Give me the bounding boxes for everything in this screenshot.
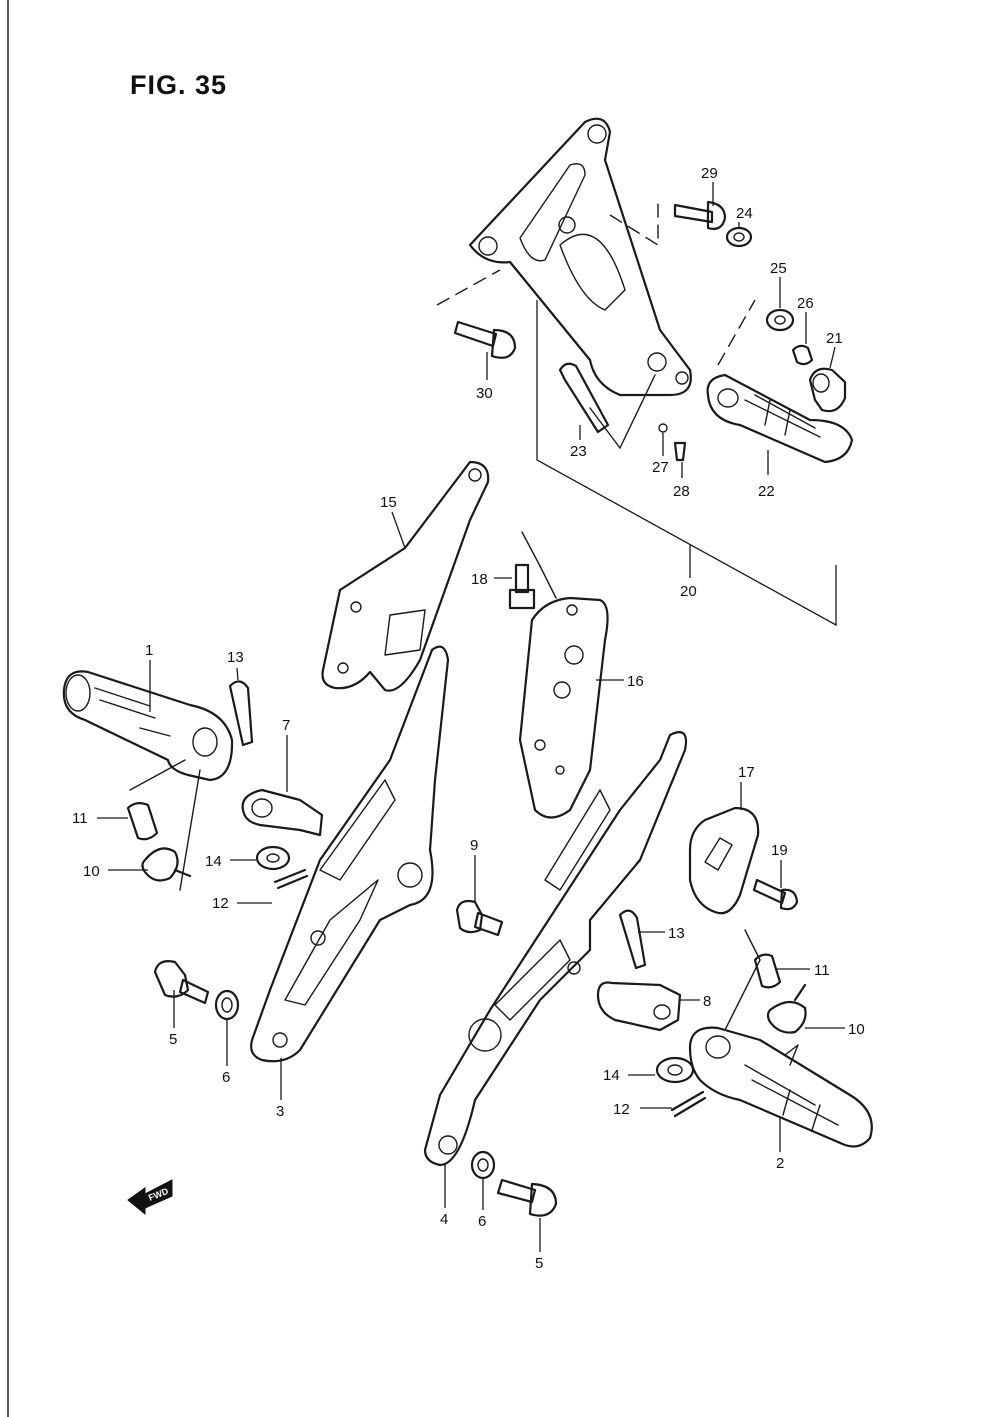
washer-14-right	[655, 1056, 695, 1084]
part-label-28: 28	[673, 483, 690, 500]
part-label-20: 20	[680, 583, 697, 600]
part-label-23: 23	[570, 443, 587, 460]
part-label-14-left: 14	[205, 853, 222, 870]
part-label-30: 30	[476, 385, 493, 402]
left-spring-axis	[129, 759, 186, 791]
part-label-26: 26	[797, 295, 814, 312]
bolt-30	[453, 320, 517, 359]
leader-13-left	[236, 667, 239, 681]
right-spring-axis	[744, 929, 761, 961]
part-label-10-right: 10	[848, 1021, 865, 1038]
part-label-14-right: 14	[603, 1067, 620, 1084]
left-spring-axis-b	[179, 769, 201, 891]
part-label-7: 7	[282, 717, 290, 734]
bracket-4	[423, 731, 688, 1167]
bolt-30-axis	[436, 269, 501, 306]
bracket-15	[321, 460, 490, 692]
footpeg-2	[688, 1026, 873, 1148]
leader-21	[829, 346, 836, 369]
spring-10-right	[766, 983, 807, 1034]
bolt-5-left	[153, 960, 210, 1005]
bolt-9	[455, 899, 504, 937]
bolt-23-axis-b	[619, 374, 656, 449]
part-label-15: 15	[380, 494, 397, 511]
right-spring-axis-b	[724, 959, 761, 1031]
part-label-11-right: 11	[814, 962, 830, 979]
part-label-11-left: 11	[72, 810, 88, 827]
part-label-5-left: 5	[169, 1031, 177, 1048]
footpeg-axis	[717, 299, 756, 366]
spring-28	[673, 441, 687, 462]
bracket-16	[518, 596, 609, 819]
bush-11-right	[753, 953, 782, 989]
figure-title: FIG. 35	[130, 70, 228, 100]
part-label-6-right: 6	[478, 1213, 486, 1230]
assembly-bracket-line	[536, 300, 837, 627]
right-spring-hook	[784, 1044, 799, 1066]
part-label-19: 19	[771, 842, 788, 859]
part-label-17: 17	[738, 764, 755, 781]
pin-13-right	[618, 909, 647, 970]
bolt-29	[673, 200, 727, 230]
part-label-16: 16	[627, 673, 644, 690]
part-label-29: 29	[701, 165, 718, 182]
part-label-21: 21	[826, 330, 843, 347]
cotter-pin-12-left	[273, 868, 309, 890]
fwd-arrow-icon	[127, 1179, 173, 1216]
bush-11-left	[126, 801, 159, 841]
bracket-upper-part	[468, 117, 692, 397]
part-label-9: 9	[470, 837, 478, 854]
leader-15	[391, 511, 406, 549]
cotter-pin-12-right	[670, 1090, 707, 1118]
footpeg-1	[62, 670, 234, 782]
washer-6-left	[214, 989, 240, 1021]
plate-17	[688, 806, 760, 915]
bolt-29-axis	[609, 198, 659, 247]
part-label-13-left: 13	[227, 649, 244, 666]
part-label-12-left: 12	[212, 895, 229, 912]
bolt-18-axis-b	[539, 565, 557, 599]
part-label-8: 8	[703, 993, 711, 1010]
bracket-7	[241, 788, 324, 837]
bolt-5-right	[496, 1178, 558, 1217]
washer-25	[765, 308, 795, 332]
bolt-23	[558, 362, 610, 434]
washer-6-right	[470, 1150, 496, 1180]
part-label-24: 24	[736, 205, 753, 222]
bolt-18-axis	[521, 531, 541, 567]
part-label-12-right: 12	[613, 1101, 630, 1118]
part-label-27: 27	[652, 459, 669, 476]
part-label-1: 1	[145, 642, 153, 659]
bush-21	[808, 367, 847, 413]
part-label-10-left: 10	[83, 863, 100, 880]
part-label-6-left: 6	[222, 1069, 230, 1086]
bracket-3	[250, 645, 450, 1063]
part-label-3: 3	[276, 1103, 284, 1120]
screw-19	[752, 878, 799, 911]
part-label-4: 4	[440, 1211, 448, 1228]
bolt-18	[508, 563, 536, 610]
ball-27	[658, 423, 668, 433]
fwd-direction-marker: FWD	[127, 1179, 173, 1216]
pin-13-left	[228, 680, 254, 747]
part-label-5-right: 5	[535, 1255, 543, 1272]
washer-24	[725, 226, 753, 248]
part-label-18: 18	[471, 571, 488, 588]
bracket-8	[596, 981, 682, 1032]
part-label-22: 22	[758, 483, 775, 500]
part-label-13-right: 13	[668, 925, 685, 942]
footpeg-22	[706, 373, 854, 464]
part-label-25: 25	[770, 260, 787, 277]
nut-26	[791, 344, 814, 366]
part-labels: 29 24 25 26 21 30 23 27 28 22 15 18 20 1…	[72, 165, 865, 1272]
washer-14-left	[255, 845, 291, 871]
part-label-2: 2	[776, 1155, 784, 1172]
